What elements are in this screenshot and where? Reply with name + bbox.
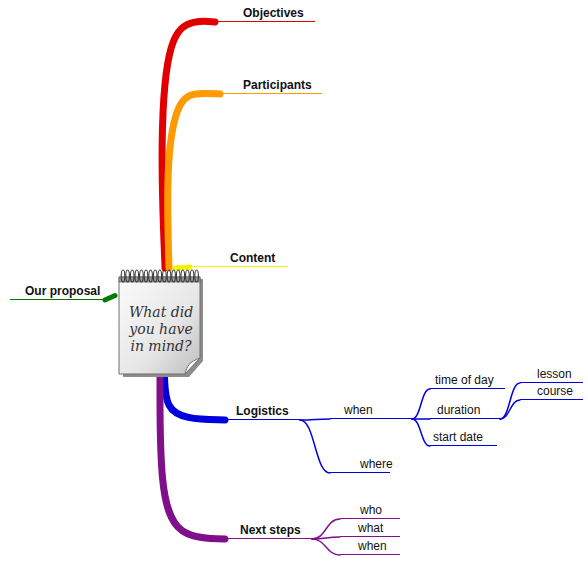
topic-label: Objectives: [243, 6, 304, 20]
main-branch: [175, 267, 190, 268]
main-topic: Content: [190, 248, 288, 267]
spiral-ring: [158, 270, 162, 282]
main-topic: Objectives: [215, 2, 315, 22]
topic-label: start date: [433, 430, 483, 444]
sub-branch: [300, 420, 330, 473]
main-topic: Our proposal: [10, 281, 105, 300]
spiral-ring: [195, 270, 199, 282]
sub-branch: [412, 419, 430, 446]
sub-branch: [412, 389, 430, 419]
spiral-ring: [149, 270, 153, 282]
topic-label: time of day: [435, 373, 494, 387]
notepad-page: [119, 277, 200, 374]
subtopic: time of day: [430, 372, 505, 389]
topic-label: Our proposal: [25, 284, 100, 298]
sub-branch: [312, 519, 340, 539]
sub-branch: [312, 537, 340, 539]
subtopic: duration: [430, 402, 500, 419]
main-topic: Logistics: [225, 400, 300, 420]
sub-branch: [312, 539, 340, 555]
topic-label: course: [537, 384, 573, 398]
page-curl: [185, 358, 200, 374]
spiral-ring: [190, 270, 194, 282]
central-topic-text: What did you have in mind?: [125, 304, 197, 355]
subtopic: where: [330, 456, 390, 473]
spiral-ring: [167, 270, 171, 282]
subtopic: start date: [430, 429, 497, 446]
spiral-ring: [130, 270, 134, 282]
main-branch: [165, 378, 226, 420]
spiral-ring: [163, 270, 167, 282]
main-branch: [160, 378, 225, 539]
subtopic: what: [340, 520, 400, 537]
spiral-ring: [176, 270, 180, 282]
spiral-ring: [121, 270, 125, 282]
topic-label: Participants: [243, 78, 312, 92]
main-branch: [105, 296, 115, 301]
spiral-ring: [135, 270, 139, 282]
spiral-ring: [126, 270, 130, 282]
spiral-ring: [144, 270, 148, 282]
subtopic: lesson: [520, 366, 583, 383]
subtopic: when: [330, 402, 412, 419]
topic-label: lesson: [537, 367, 572, 381]
topic-label: Next steps: [240, 523, 301, 537]
topic-label: Logistics: [236, 404, 289, 418]
main-topic: Next steps: [225, 519, 312, 539]
spiral-ring: [172, 270, 176, 282]
spiral-ring: [186, 270, 190, 282]
topic-label: who: [360, 503, 382, 517]
main-topic: Participants: [220, 74, 322, 94]
topic-label: duration: [437, 403, 480, 417]
subtopic: course: [520, 383, 583, 400]
topic-label: when: [344, 403, 373, 417]
topic-label: what: [358, 521, 383, 535]
topic-label: Content: [230, 251, 275, 265]
sub-branch: [300, 419, 330, 420]
subtopic: when: [340, 538, 400, 555]
central-topic: What did you have in mind?: [115, 268, 205, 378]
topic-label: where: [360, 457, 393, 471]
spiral-ring: [153, 270, 157, 282]
subtopic: who: [340, 502, 400, 519]
topic-label: when: [358, 539, 387, 553]
spiral-ring: [140, 270, 144, 282]
main-branch: [168, 94, 220, 268]
sub-branch: [500, 400, 520, 419]
spiral-ring: [181, 270, 185, 282]
